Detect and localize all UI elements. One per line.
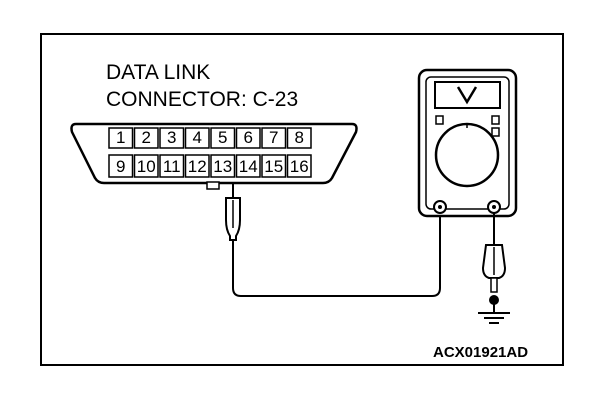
pin-number-label: 15 [264,157,283,176]
range-dial [434,122,500,188]
pin-number-label: 14 [239,157,258,176]
pin-number-label: 16 [290,157,309,176]
pin-number-label: 9 [116,157,125,176]
pin-cell [108,127,134,149]
pin-cell [286,154,312,178]
pin-cell [261,127,287,149]
multimeter-icon [417,68,518,218]
pin-number-label: 13 [213,157,232,176]
pin-cell [159,127,185,149]
pin-number-label: 3 [167,128,176,147]
pin-cell [133,154,159,178]
pin-number-label: 6 [244,128,253,147]
pin-cell [210,154,236,178]
pin-cell [210,127,236,149]
pin-cell [159,154,185,178]
volt-symbol-icon [456,86,478,105]
test-lead-wire [232,212,441,297]
pin-number-label: 2 [142,128,151,147]
pin-cell [235,154,261,178]
pin-number-label: 11 [163,157,181,176]
pin-number-label: 1 [116,128,125,147]
pin-number-label: 7 [269,128,278,147]
pin-cell [235,127,261,149]
ground-symbol-icon [478,312,510,324]
pin-number-label: 5 [218,128,227,147]
pin-cell [261,154,287,178]
ground-lead [481,213,507,313]
pin-cell [108,154,134,178]
pin-number-label: 8 [295,128,304,147]
figure-id: ACX01921AD [433,344,528,361]
bottom-pin-row: 9 10 11 12 13 14 15 16 [108,154,312,178]
pin-cell [184,127,210,149]
pin-cell [184,154,210,178]
pin-number-label: 12 [188,157,207,176]
pin-cell [133,127,159,149]
connector-title-line1: DATA LINK [106,61,210,84]
meter-display [434,81,501,109]
pin-number-label: 10 [137,157,156,176]
pin-cell [286,127,312,149]
connector-key-notch [206,181,220,190]
diagram-frame [40,33,564,366]
pin-number-label: 4 [193,128,202,147]
connector-title-line2: CONNECTOR: C-23 [106,88,298,111]
test-probe [225,183,241,241]
